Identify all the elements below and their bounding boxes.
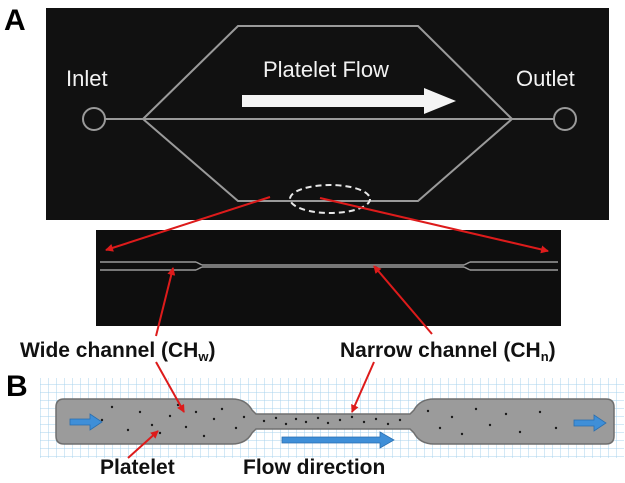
platelets [100,403,558,438]
zoomed-channel [100,261,558,271]
chip-channels [82,25,577,214]
narrow-channel-pointer-bottom [351,361,375,413]
zoom-region-ellipse [289,184,371,214]
chip-image: Inlet Outlet Platelet Flow [46,8,609,220]
outlet-flow-arrow [573,414,607,432]
platelet-flow-label: Platelet Flow [263,57,389,82]
inlet-label: Inlet [66,66,108,91]
narrow-channel-label: Narrow channel (CHn) [340,339,556,364]
wide-channel-label: Wide channel (CHw) [20,339,216,364]
narrow-channel-pointer-top [373,265,433,335]
zoom-right-arrow [319,197,549,254]
channel-shape [55,398,615,445]
zoom-left-arrow [105,196,271,252]
wide-channel-pointer-bottom [155,361,185,413]
wide-channel-pointer [155,267,176,337]
flow-arrow [242,88,456,114]
inlet-flow-arrow [69,413,103,431]
panel-label-a: A [4,4,26,37]
platelet-pointer [127,430,159,459]
panel-label-b: B [6,370,28,403]
zoomed-channel-image [96,230,561,326]
lower-channel [142,118,513,202]
flow-direction-label: Flow direction [243,456,386,479]
outlet-label: Outlet [516,66,575,91]
flow-direction-arrow [281,431,395,449]
platelet-label: Platelet [100,456,175,479]
upper-channel [142,25,513,120]
